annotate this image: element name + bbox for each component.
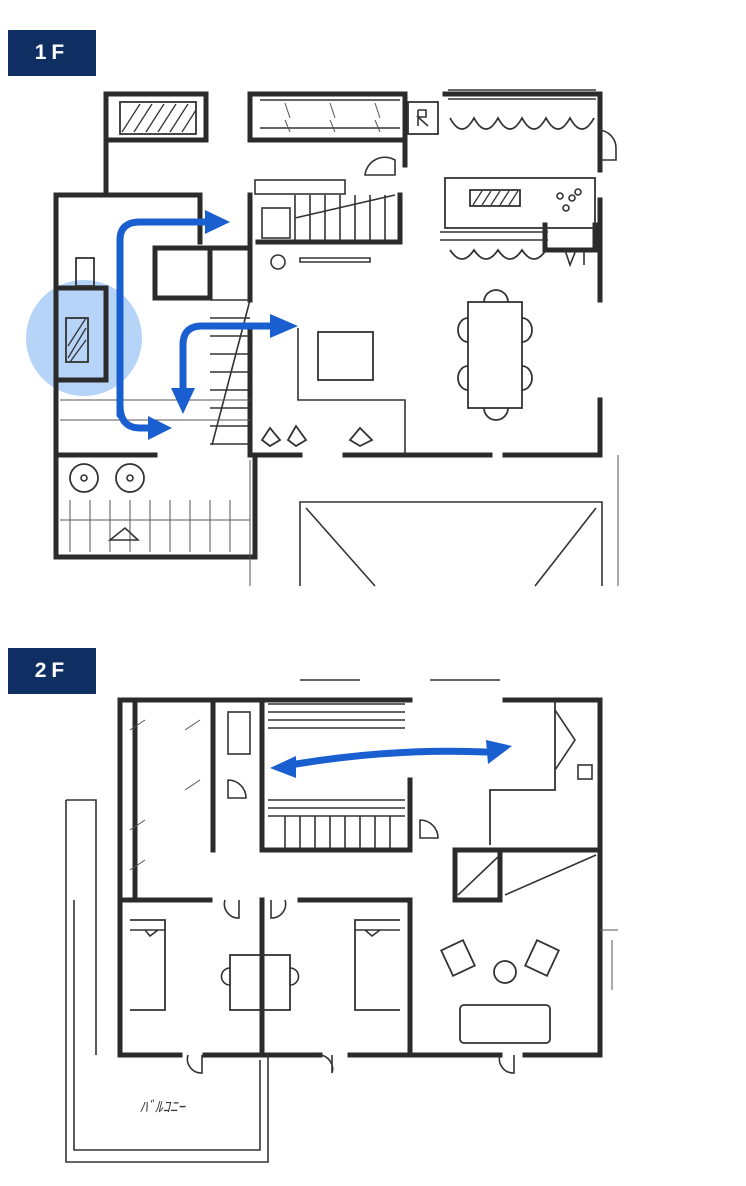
closet-right-2f bbox=[457, 854, 597, 896]
master-bedroom bbox=[489, 700, 593, 845]
dining-table-1f bbox=[457, 289, 533, 421]
living-room bbox=[260, 328, 406, 455]
refrigerator bbox=[407, 101, 439, 135]
circulation-arrows-1f bbox=[116, 210, 298, 440]
bedroom-left bbox=[130, 919, 166, 1011]
walls-1f bbox=[53, 91, 603, 560]
balcony: ﾊﾞﾙｺﾆｰ bbox=[65, 799, 269, 1163]
hall-lounge bbox=[440, 929, 618, 1074]
kitchen bbox=[440, 116, 617, 268]
windows-1f bbox=[260, 89, 596, 133]
carport-1f bbox=[249, 455, 619, 587]
circulation-arrow-2f bbox=[270, 740, 512, 778]
closets-2f bbox=[129, 711, 251, 871]
floor-label-1f: 1F bbox=[8, 30, 96, 76]
stairs-1f bbox=[254, 156, 396, 270]
walls-2f bbox=[117, 697, 603, 1058]
balcony-label: ﾊﾞﾙｺﾆｰ bbox=[140, 1098, 187, 1116]
bedroom-right bbox=[354, 919, 400, 1011]
floor-plan-1f bbox=[26, 89, 619, 587]
storage-top-left bbox=[119, 101, 197, 135]
entrance-storage bbox=[65, 257, 95, 363]
shared-desk bbox=[186, 899, 334, 1074]
stairs-2f bbox=[268, 679, 500, 848]
floor-label-2f: 2F bbox=[8, 648, 96, 694]
